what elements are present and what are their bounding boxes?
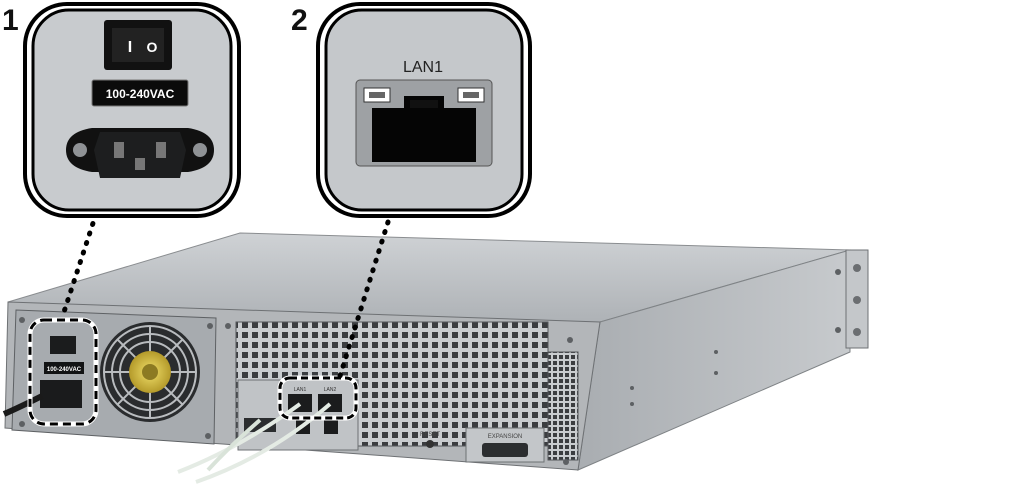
callout-2-lan: LAN1 — [316, 2, 532, 218]
callout-1-power: I O 100-240VAC — [23, 2, 241, 218]
psu-fan — [100, 322, 200, 422]
server-chassis: 100-240VAC LAN1 LAN2 RESET — [2, 232, 869, 484]
expansion-label: EXPANSION — [488, 434, 523, 440]
lan1-label-small: LAN1 — [294, 387, 307, 393]
rear-io-panel: LAN1 LAN2 — [237, 379, 359, 451]
voltage-label: 100-240VAC — [106, 87, 175, 101]
leader-line-2 — [337, 219, 391, 379]
switch-on-symbol: I — [128, 39, 132, 56]
lan1-port-label: LAN1 — [403, 59, 443, 76]
leader-line-1 — [59, 211, 99, 321]
lan2-label-small: LAN2 — [324, 387, 337, 393]
callout-number-1: 1 — [2, 4, 19, 37]
psu-voltage-label-small: 100-240VAC — [47, 367, 82, 373]
reset-label: RESET — [420, 432, 440, 438]
callout-number-2: 2 — [291, 4, 308, 37]
switch-off-symbol: O — [147, 39, 158, 55]
highlight-lan-area — [277, 375, 359, 421]
highlight-power-area — [27, 317, 99, 427]
